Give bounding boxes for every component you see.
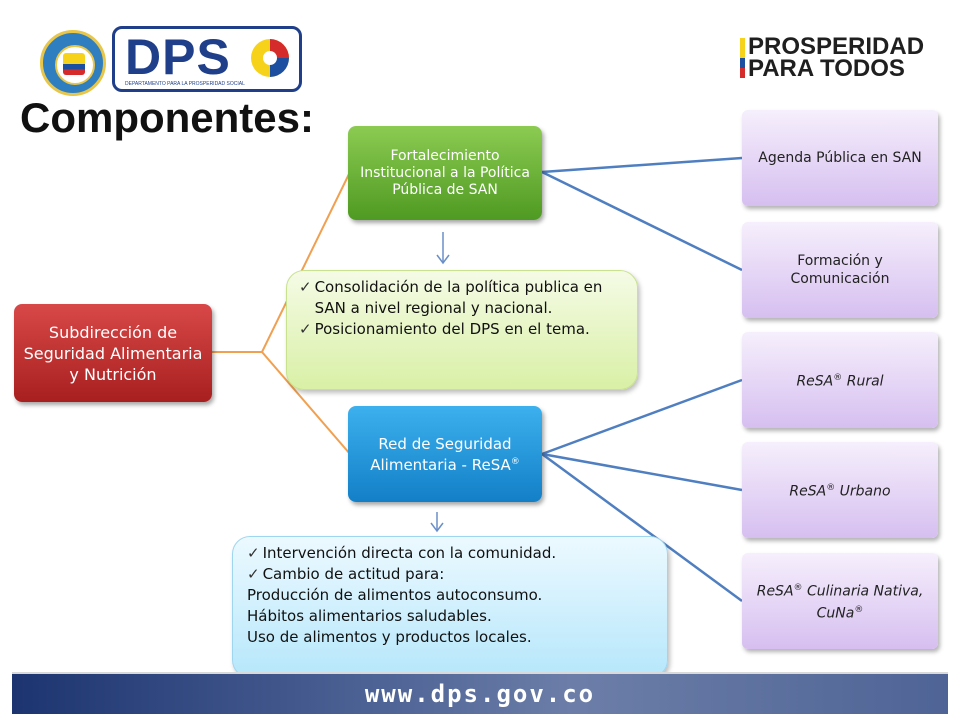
leaf-resa-rural: ReSA® Rural xyxy=(742,332,938,428)
down-arrow-2 xyxy=(430,512,444,533)
note-line: Producción de alimentos autoconsumo. xyxy=(247,586,543,604)
leaf-suffix: Urbano xyxy=(835,483,891,500)
leaf-resa-urbano: ReSA® Urbano xyxy=(742,442,938,538)
note-text: Posicionamiento del DPS en el tema. xyxy=(314,320,590,338)
connector-branch1-leaf1 xyxy=(541,156,743,174)
footer-url: www.dps.gov.co xyxy=(364,680,596,708)
note-bullet: ✓ Posicionamiento del DPS en el tema. xyxy=(299,319,625,340)
registered-mark: ® xyxy=(833,373,843,384)
leaf-prefix: ReSA xyxy=(789,483,827,500)
note-bullet: ✓ Cambio de actitud para: xyxy=(247,564,653,585)
check-icon: ✓ xyxy=(299,278,312,296)
colombia-seal-logo xyxy=(40,30,106,96)
leaf-agenda-publica: Agenda Pública en SAN xyxy=(742,110,938,206)
dps-logo: DPS DEPARTAMENTO PARA LA PROSPERIDAD SOC… xyxy=(112,26,302,92)
leaf-suffix: Rural xyxy=(842,373,884,390)
leaf-resa-culinaria: ReSA® Culinaria Nativa, CuNa® xyxy=(742,553,938,649)
note-text: Consolidación de la política publica en … xyxy=(314,278,603,317)
connector-branch2-leaf3 xyxy=(541,378,743,456)
leaf-prefix: ReSA xyxy=(756,584,794,600)
root-node: Subdirección de Seguridad Alimentaria y … xyxy=(14,304,212,402)
connector-branch2-leaf4 xyxy=(541,452,743,492)
dps-emblem-icon xyxy=(251,39,289,77)
slogan-line-2: PARA TODOS xyxy=(748,55,905,82)
connector-branch1-leaf2 xyxy=(541,170,743,272)
leaf-prefix: ReSA xyxy=(796,373,834,390)
note-fortalecimiento: ✓ Consolidación de la política publica e… xyxy=(286,270,638,390)
note-line: Uso de alimentos y productos locales. xyxy=(247,628,532,646)
check-icon: ✓ xyxy=(247,565,260,583)
branch-node-resa: Red de Seguridad Alimentaria - ReSA® xyxy=(348,406,542,502)
registered-mark: ® xyxy=(854,605,864,615)
slogan-line-1: PROSPERIDAD xyxy=(748,33,925,60)
leaf-formacion-comunicacion: Formación y Comunicación xyxy=(742,222,938,318)
check-icon: ✓ xyxy=(247,544,260,562)
note-resa: ✓ Intervención directa con la comunidad.… xyxy=(232,536,668,678)
check-icon: ✓ xyxy=(299,320,312,338)
note-text: Intervención directa con la comunidad. xyxy=(262,544,557,562)
note-bullet: ✓ Intervención directa con la comunidad. xyxy=(247,543,653,564)
branch-node-fortalecimiento: Fortalecimiento Institucional a la Polít… xyxy=(348,126,542,220)
registered-mark: ® xyxy=(793,583,803,594)
down-arrow-1 xyxy=(436,232,450,265)
connector-root-branch2 xyxy=(212,351,351,455)
leaf-suffix: Culinaria Nativa, CuNa xyxy=(802,584,924,622)
registered-mark: ® xyxy=(510,456,520,467)
page-title: Componentes: xyxy=(20,94,314,141)
footer-bar: www.dps.gov.co xyxy=(12,674,948,714)
note-line: Hábitos alimentarios saludables. xyxy=(247,607,492,625)
branch-resa-label: Red de Seguridad Alimentaria - ReSA xyxy=(370,434,512,474)
dps-wordmark: DPS xyxy=(125,29,231,85)
dps-subtitle: DEPARTAMENTO PARA LA PROSPERIDAD SOCIAL xyxy=(125,81,245,87)
note-text: Cambio de actitud para: xyxy=(262,565,445,583)
note-bullet: ✓ Consolidación de la política publica e… xyxy=(299,277,625,319)
connector-branch2-leaf5 xyxy=(541,452,743,603)
registered-mark: ® xyxy=(826,483,836,494)
prosperidad-logo: PROSPERIDAD PARA TODOS xyxy=(740,33,925,82)
